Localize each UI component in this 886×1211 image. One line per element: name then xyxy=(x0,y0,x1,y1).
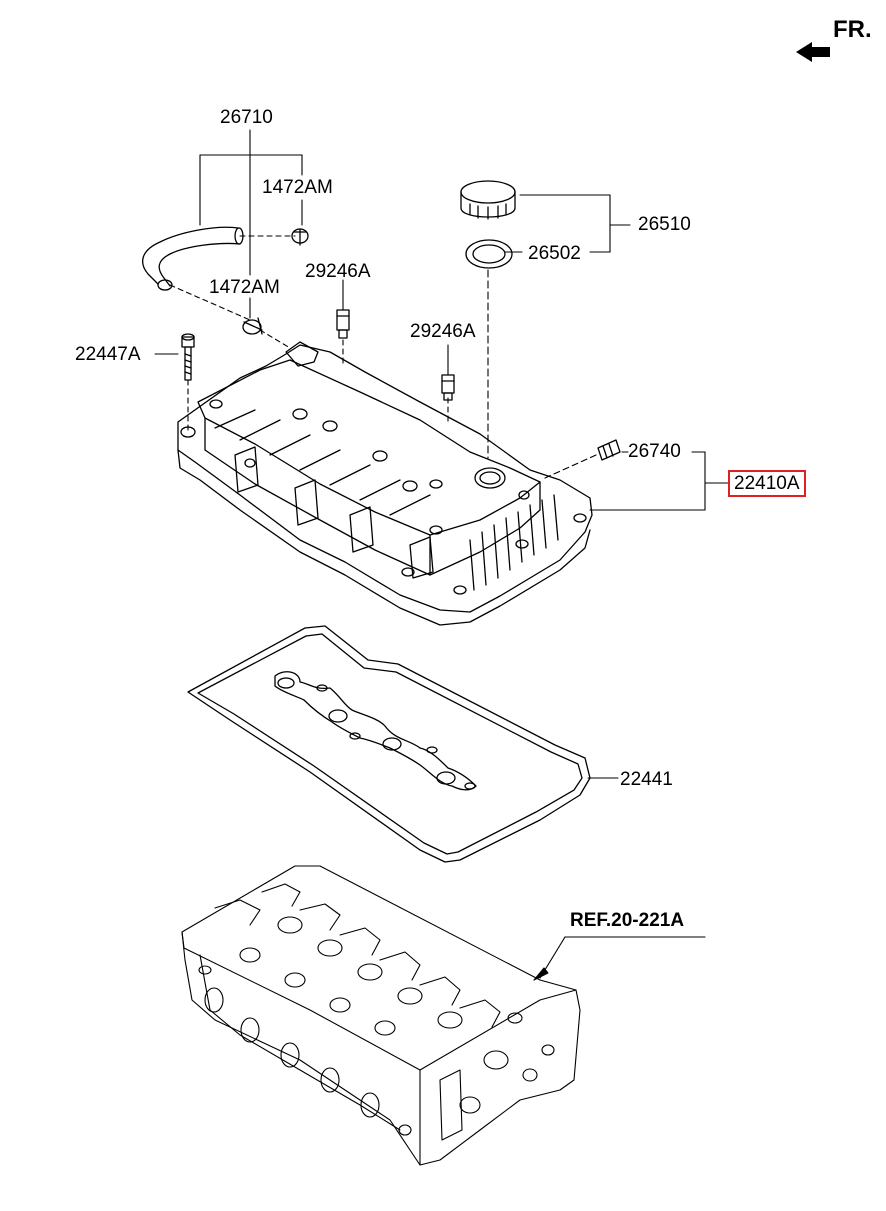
cover-bolt xyxy=(181,333,195,381)
cylinder-head xyxy=(181,865,581,1166)
cap-gasket xyxy=(465,239,513,269)
stud-right xyxy=(441,374,455,401)
stud-left xyxy=(336,309,350,339)
oil-filler-cap xyxy=(460,180,516,220)
label-stud-right: 29246A xyxy=(410,321,476,342)
label-clamp-top: 1472AM xyxy=(262,177,333,198)
front-label: FR. xyxy=(833,16,872,43)
label-cap-gasket: 26502 xyxy=(528,243,581,264)
hose-clamp-top xyxy=(291,228,309,246)
label-hose: 26710 xyxy=(220,107,273,128)
rocker-cover xyxy=(177,341,593,626)
label-stud-left: 29246A xyxy=(305,261,371,282)
pcv-valve xyxy=(597,439,621,461)
label-cap: 26510 xyxy=(638,214,691,235)
leader-lines xyxy=(154,129,729,981)
label-cover-gasket: 22441 xyxy=(620,769,673,790)
label-cylinder-head-ref: REF.20-221A xyxy=(570,910,685,931)
label-cover-assy[interactable]: 22410A xyxy=(728,470,806,497)
breather-hose xyxy=(142,226,244,291)
label-pcv-valve: 26740 xyxy=(628,441,681,462)
front-arrow-icon xyxy=(796,42,830,62)
hose-clamp-bottom xyxy=(242,317,263,335)
label-bolt: 22447A xyxy=(75,344,141,365)
label-clamp-bottom: 1472AM xyxy=(209,277,280,298)
cover-gasket xyxy=(187,625,591,863)
